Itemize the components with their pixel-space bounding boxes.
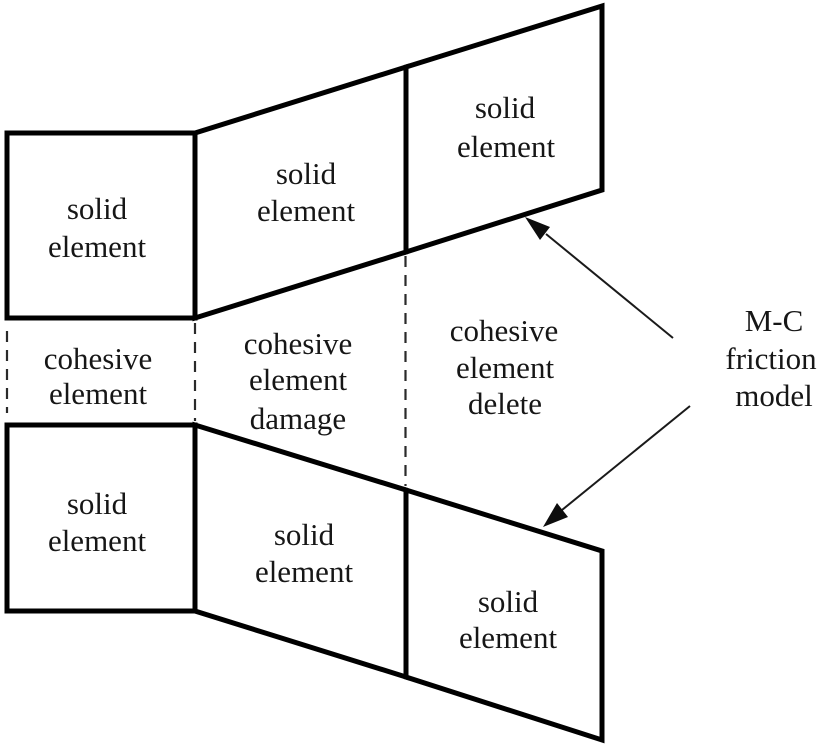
mc-friction-model-annotation: M-C friction model [725,303,817,413]
mc-friction-arrow-upper-shaft [545,233,674,339]
cohesive-zone-labels: cohesive element cohesive element damage… [44,313,558,436]
solid-element-top-left-label-line1: solid [67,191,128,226]
solid-element-bottom-middle-label-line2: element [255,554,354,589]
solid-element-labels: solid element solid element solid elemen… [48,90,558,655]
cohesive-middle-label-line1: cohesive [244,326,352,361]
cohesive-right-label-line3: delete [468,386,542,421]
solid-element-bottom-middle-label-line1: solid [274,517,335,552]
cohesive-middle-label-line3: damage [250,401,346,436]
cohesive-right-label-line1: cohesive [450,313,558,348]
solid-element-bottom-right-shape [403,486,605,744]
cohesive-left-label-line2: element [49,376,148,411]
mc-friction-label-line1: M-C [745,303,804,338]
mc-friction-arrow-upper-head-icon [525,217,550,240]
cohesive-interface-boundaries [5,256,407,486]
solid-element-bottom-left-label-line1: solid [67,486,128,521]
mc-friction-label-line3: model [735,378,813,413]
solid-element-top-right-shape [403,2,605,256]
solid-element-top-right-label-line2: element [457,129,556,164]
solid-element-top-right-label-line1: solid [475,90,536,125]
cohesive-left-label-line1: cohesive [44,341,152,376]
solid-element-top-middle-label-line2: element [257,193,356,228]
solid-element-bottom-right-label-line2: element [459,620,558,655]
mc-friction-label-line2: friction [725,341,817,376]
mc-friction-arrow-lower-head-icon [543,503,568,527]
mc-friction-arrow-lower-shaft [561,405,691,511]
solid-element-top-left-label-line2: element [48,229,147,264]
mc-friction-arrows [525,217,691,527]
solid-element-bottom-left-label-line2: element [48,523,147,558]
solid-element-top-middle-label-line1: solid [276,156,337,191]
solid-elements-group [4,2,605,744]
cohesive-right-label-line2: element [456,350,555,385]
solid-element-bottom-right-label-line1: solid [478,584,539,619]
cohesive-middle-label-line2: element [249,362,348,397]
